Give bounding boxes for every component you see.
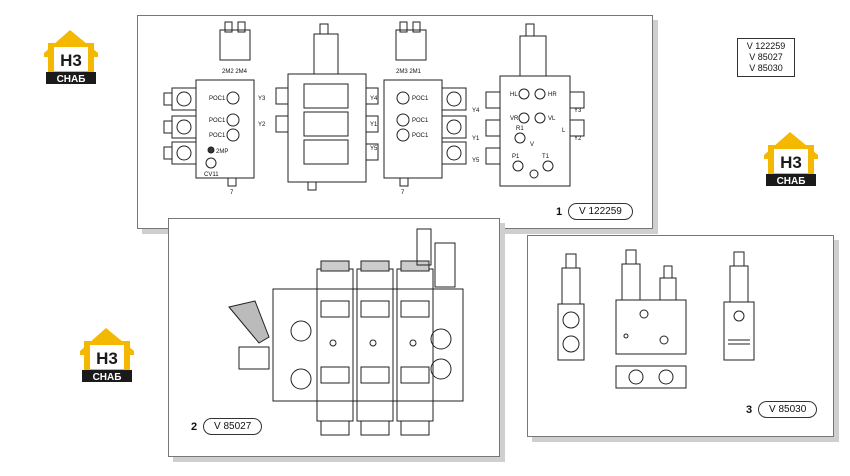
- poc-label: POC1: [412, 96, 429, 102]
- logo-text: CHAБ: [57, 74, 86, 85]
- port-label: HL: [510, 92, 518, 98]
- poc-label: POC1: [412, 133, 429, 139]
- code-pill: V 122259: [568, 203, 633, 220]
- valve-assembly-drawing: [228, 228, 464, 436]
- logo-mark: H3: [60, 51, 82, 70]
- poc-label: POC1: [209, 133, 226, 139]
- solenoid-label: Y3: [574, 108, 582, 114]
- panel-1: 2M2 2M4 POC1 POC1 POC1 2MP CV11 7: [137, 15, 653, 229]
- brand-logo-3: H3 CHAБ: [76, 323, 138, 388]
- solenoid-label: Y4: [472, 108, 480, 114]
- poc-label: POC1: [209, 96, 226, 102]
- valve-view-a: 2M2 2M4 POC1 POC1 POC1 2MP CV11 7: [163, 21, 255, 196]
- poc-label: POC1: [412, 118, 429, 124]
- reference-item: V 85030: [749, 63, 783, 73]
- poc-label: POC1: [209, 118, 226, 124]
- port-label: L: [562, 128, 566, 134]
- valve-view-b: Y3 Y4 Y2 Y1 Y5: [258, 23, 379, 191]
- dim-label: 7: [401, 190, 405, 196]
- solenoid-label: Y2: [258, 122, 266, 128]
- logo-mark: H3: [96, 349, 118, 368]
- solenoid-label: Y1: [370, 122, 378, 128]
- solenoid-label: Y1: [472, 136, 480, 142]
- callout-number: 1: [556, 206, 563, 218]
- valve-view-d: HL HR VR VL R1 V L P1 T1 Y4 Y3 Y1 Y2 Y5: [472, 23, 585, 187]
- brand-logo-1: H3 CHAБ: [40, 25, 102, 90]
- solenoid-label: Y5: [472, 158, 480, 164]
- brand-logo-2: H3 CHAБ: [760, 127, 822, 192]
- logo-mark: H3: [780, 153, 802, 172]
- house-logo-icon: H3 CHAБ: [764, 132, 818, 187]
- logo-text: CHAБ: [777, 176, 806, 187]
- port-label: T1: [542, 154, 550, 160]
- port-label: V: [530, 142, 534, 148]
- panel-3: 3 V 85030: [527, 235, 834, 437]
- callout-number: 2: [191, 421, 198, 433]
- solenoid-label: Y4: [370, 96, 378, 102]
- reference-item: V 122259: [746, 41, 786, 51]
- code-pill: V 85030: [758, 401, 818, 418]
- valve-components-drawing: [557, 249, 755, 389]
- valve-block-views: 2M2 2M4 POC1 POC1 POC1 2MP CV11 7: [163, 21, 585, 196]
- reference-list: V 122259 V 85027 V 85030: [737, 38, 795, 77]
- valve-view-c: 2M3 2M1 POC1 POC1 POC1 7: [383, 21, 467, 196]
- port-label: 2M2 2M4: [222, 69, 248, 75]
- logo-text: CHAБ: [93, 372, 122, 383]
- callout-number: 3: [746, 404, 753, 416]
- solenoid-label: Y3: [258, 96, 266, 102]
- port-label: VL: [548, 116, 556, 122]
- port-label: R1: [516, 126, 524, 132]
- dim-label: 7: [230, 190, 234, 196]
- port-label: 2M3 2M1: [396, 69, 422, 75]
- mp-label: 2MP: [216, 149, 228, 155]
- solenoid-label: Y5: [370, 146, 378, 152]
- port-label: HR: [548, 92, 557, 98]
- reference-item: V 85027: [749, 52, 783, 62]
- port-label: VR: [510, 116, 519, 122]
- panel-2: 2 V 85027: [168, 218, 500, 457]
- cv-label: CV11: [204, 172, 219, 178]
- code-pill: V 85027: [203, 418, 263, 435]
- solenoid-label: Y2: [574, 136, 582, 142]
- house-logo-icon: H3 CHAБ: [44, 30, 98, 85]
- port-label: P1: [512, 154, 520, 160]
- house-logo-icon: H3 CHAБ: [80, 328, 134, 383]
